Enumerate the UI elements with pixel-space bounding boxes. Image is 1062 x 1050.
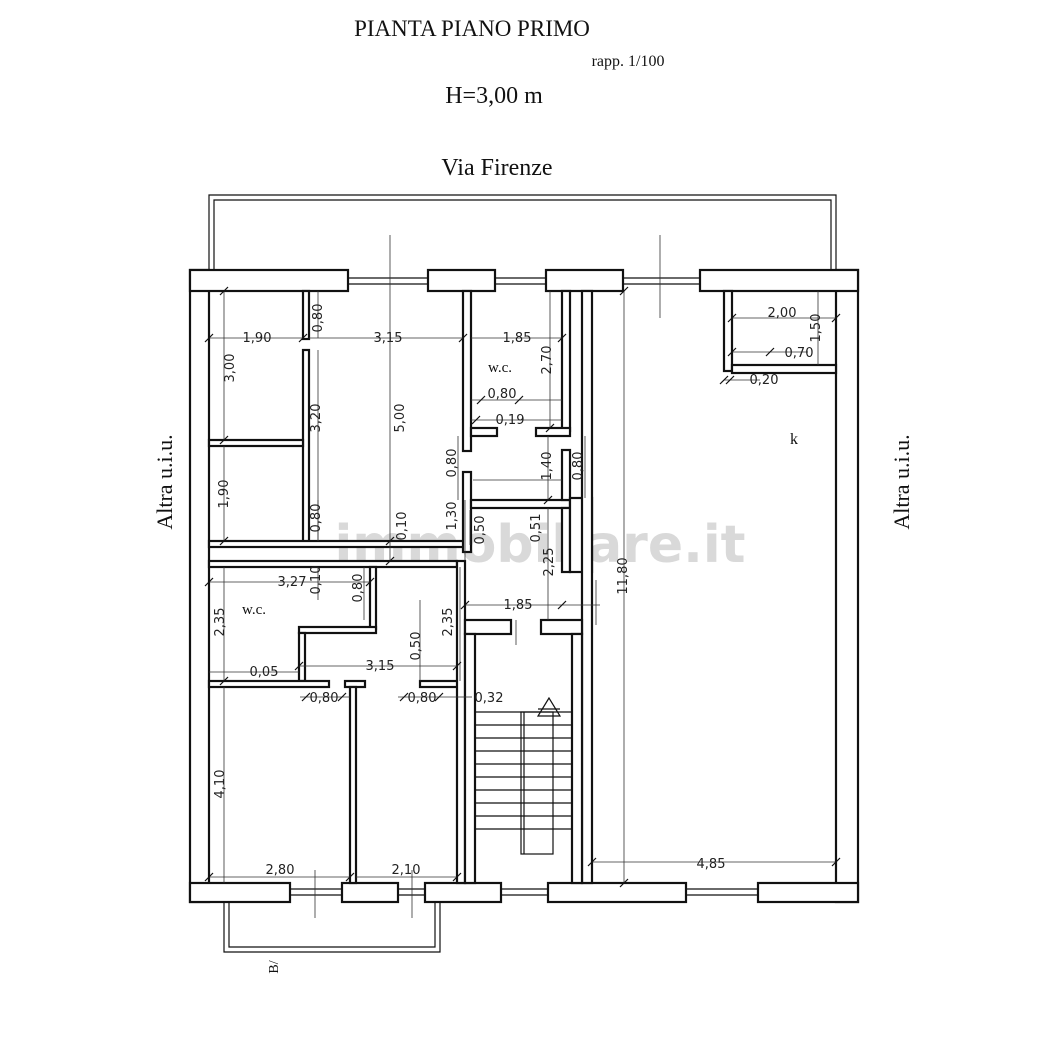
balcony-top <box>208 194 837 270</box>
dim-label: 1,85 <box>503 331 532 346</box>
dim-label: 3,15 <box>374 331 403 346</box>
dim-label: 2,25 <box>542 548 557 577</box>
dim-label: 0,80 <box>445 449 460 478</box>
exterior-walls <box>188 268 860 904</box>
dim-label: 0,20 <box>750 373 779 388</box>
plan-title: PIANTA PIANO PRIMO <box>354 16 590 41</box>
dim-label: 0,10 <box>395 512 410 541</box>
dim-label: 0,70 <box>785 346 814 361</box>
dim-label: 0,80 <box>310 691 339 706</box>
dim-label: 0,50 <box>473 516 488 545</box>
balcony-bottom <box>223 902 441 953</box>
balcony-top-inner <box>213 199 832 270</box>
dimension-lines <box>209 235 836 918</box>
dim-label: 0,80 <box>351 574 366 603</box>
dim-label: 2,70 <box>540 346 555 375</box>
balcony-bottom-inner <box>228 902 436 948</box>
dim-label: 3,15 <box>366 659 395 674</box>
dim-label: 5,00 <box>393 404 408 433</box>
plan-scale: rapp. 1/100 <box>592 53 665 70</box>
dim-label: 4,85 <box>697 857 726 872</box>
dim-label: 0,10 <box>309 566 324 595</box>
dim-label: 2,80 <box>266 863 295 878</box>
dim-label: 4,10 <box>213 770 228 799</box>
dim-label: 1,40 <box>540 452 555 481</box>
dim-label: 0,50 <box>409 632 424 661</box>
dim-label: 2,35 <box>213 608 228 637</box>
dim-label: 3,00 <box>223 354 238 383</box>
dim-label: 1,30 <box>445 502 460 531</box>
dim-label: 2,35 <box>441 608 456 637</box>
windows <box>290 277 758 896</box>
dim-label: 0,80 <box>311 304 326 333</box>
dim-label: 0,19 <box>496 413 525 428</box>
right-neighbor-label: Altra u.i.u. <box>889 434 914 529</box>
entrance-mark: B/ <box>267 960 282 973</box>
dim-label: 0,05 <box>250 665 279 680</box>
dim-label: 0,32 <box>475 691 504 706</box>
room-label-kitchen: k <box>790 431 798 448</box>
dim-label: 1,90 <box>243 331 272 346</box>
dim-label: 2,00 <box>768 306 797 321</box>
room-label-wc-top: w.c. <box>488 360 512 376</box>
dimension-labels: 1,90 3,15 1,85 0,80 3,00 3,20 5,00 2,70 … <box>213 304 824 878</box>
street-label: Via Firenze <box>441 155 552 181</box>
dim-label: 1,90 <box>217 480 232 509</box>
room-label-wc-left: w.c. <box>242 602 266 618</box>
dim-label: 0,51 <box>529 514 544 543</box>
left-neighbor-label: Altra u.i.u. <box>152 434 177 529</box>
dimension-ticks <box>204 286 841 888</box>
staircase <box>475 696 572 855</box>
dim-label: 0,80 <box>309 504 324 533</box>
interior-walls <box>207 289 838 885</box>
dim-label: 3,20 <box>309 404 324 433</box>
dim-label: 3,27 <box>278 575 307 590</box>
dim-label: 0,80 <box>408 691 437 706</box>
dim-label: 0,80 <box>571 452 586 481</box>
dim-label: 1,50 <box>809 314 824 343</box>
dim-label: 11,80 <box>616 557 631 594</box>
dim-label: 2,10 <box>392 863 421 878</box>
plan-height: H=3,00 m <box>445 83 543 109</box>
dim-label: 0,80 <box>488 387 517 402</box>
dim-label: 1,85 <box>504 598 533 613</box>
